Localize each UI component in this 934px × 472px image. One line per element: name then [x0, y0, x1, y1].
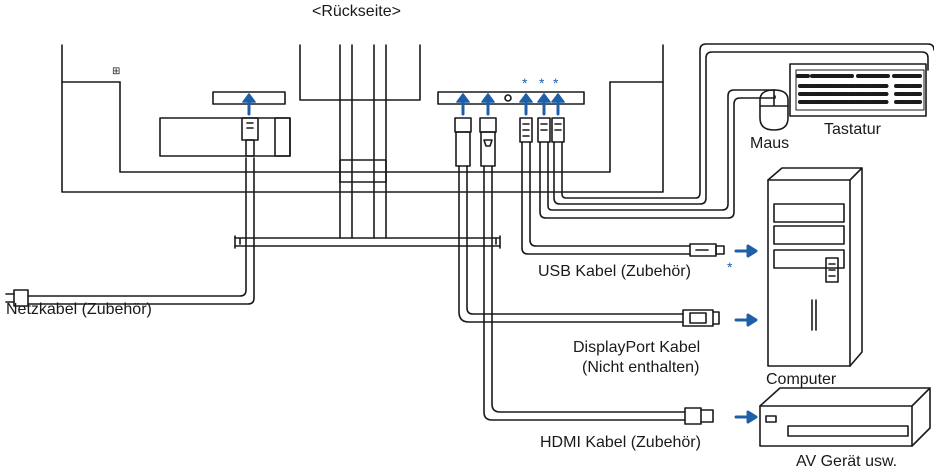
displayport-cable-note: (Nicht enthalten) — [582, 359, 700, 376]
hdmi-cable-label: HDMI Kabel (Zubehör) — [540, 434, 701, 451]
monitor-stand — [234, 44, 501, 249]
displayport-cable — [454, 117, 720, 327]
signal-ports — [437, 91, 585, 116]
displayport-cable-label: DisplayPort Kabel — [573, 339, 701, 356]
hdmi-cable — [479, 117, 714, 425]
usb-cable-star: * — [727, 259, 733, 275]
port-marker: * — [522, 75, 528, 91]
keyboard-label: Tastatur — [824, 121, 881, 138]
usb-cable-label: USB Kabel (Zubehör) — [538, 263, 691, 280]
av-device-label: AV Gerät usw. — [796, 453, 898, 470]
port-marker: * — [539, 75, 545, 91]
power-cable — [5, 117, 259, 307]
computer-icon — [767, 167, 863, 367]
output-arrows — [734, 244, 758, 424]
page-title: <Rückseite> — [312, 3, 401, 20]
power-port — [212, 91, 286, 116]
monitor-back: ⊞ — [61, 44, 664, 193]
power-cable-label: Netzkabel (Zubehör) — [6, 301, 152, 318]
port-marker: * — [553, 75, 559, 91]
av-device-icon — [759, 387, 931, 447]
mouse-label: Maus — [750, 135, 790, 152]
mouse-icon — [759, 89, 789, 131]
usb-cable — [519, 117, 725, 257]
keyboard-icon — [789, 63, 927, 117]
usb-device-cables — [537, 43, 934, 219]
svg-text:⊞: ⊞ — [112, 66, 120, 77]
computer-label: Computer — [766, 371, 837, 388]
